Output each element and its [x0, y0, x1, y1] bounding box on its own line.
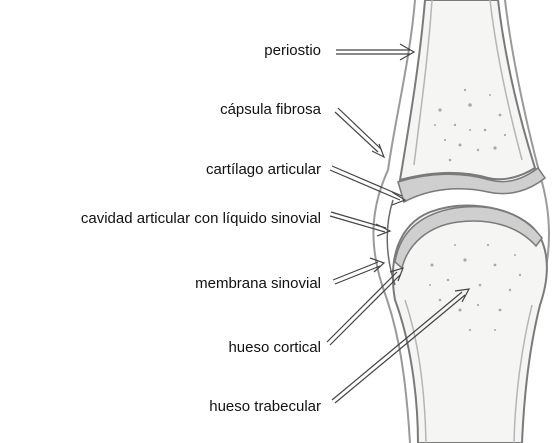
label-cavidad-articular: cavidad articular con líquido sinovial — [81, 210, 321, 228]
arrow-cartilago-articular — [330, 166, 405, 205]
arrow-capsula-fibrosa — [335, 108, 384, 157]
label-membrana-sinovial: membrana sinovial — [195, 275, 321, 293]
upper-bone — [400, 0, 535, 180]
arrow-cavidad-articular — [330, 212, 390, 236]
label-hueso-trabecular: hueso trabecular — [209, 398, 321, 416]
label-periostio: periostio — [264, 42, 321, 60]
arrow-hueso-cortical — [327, 268, 403, 345]
arrow-periostio — [336, 44, 414, 60]
label-hueso-cortical: hueso cortical — [228, 339, 321, 357]
joint-capsule-outline — [373, 0, 415, 443]
label-cartilago-articular: cartílago articular — [206, 161, 321, 179]
label-capsula-fibrosa: cápsula fibrosa — [220, 101, 321, 119]
